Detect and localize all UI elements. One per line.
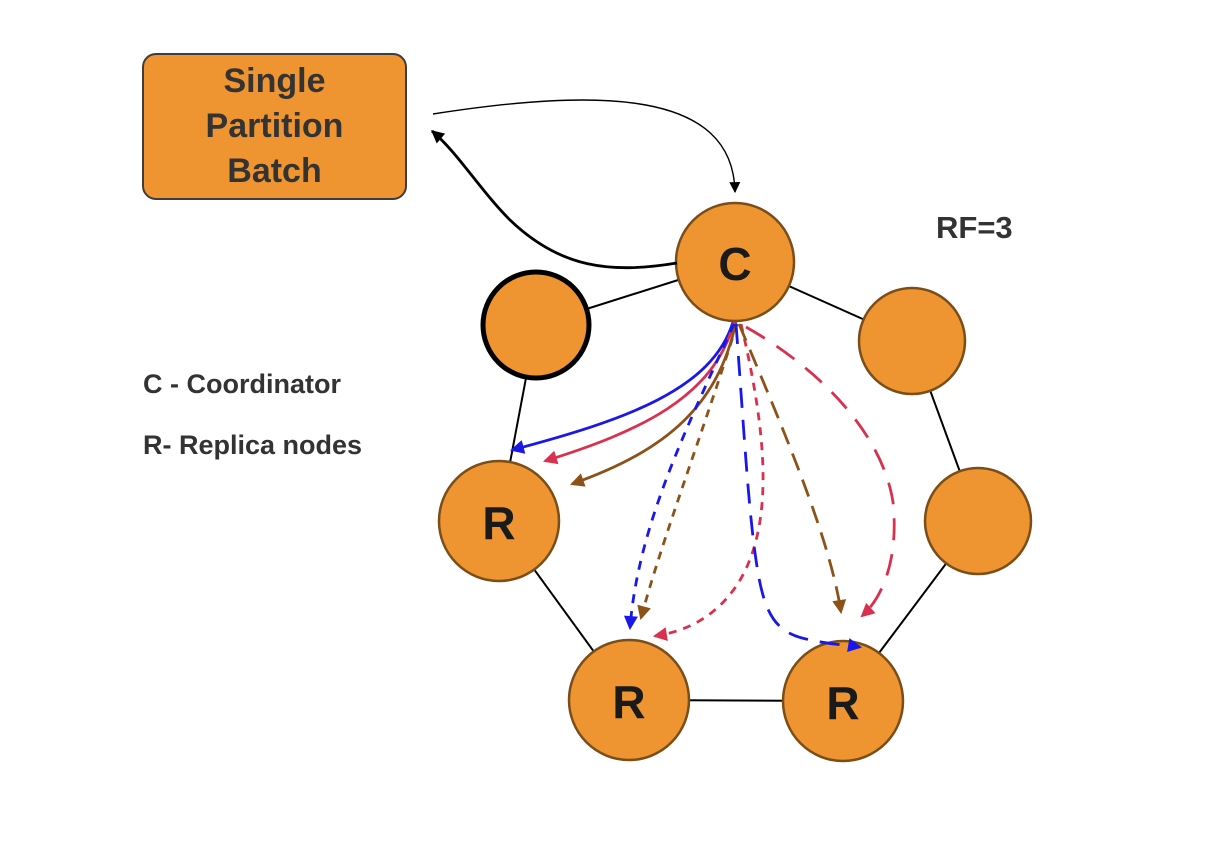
arrow-solid-red [542, 321, 736, 465]
arrow-longdash-blue [734, 323, 863, 652]
ring-nodes [437, 201, 1033, 763]
arrow-dashed-red [652, 323, 765, 642]
single-partition-batch-label: Single Partition Batch [205, 62, 344, 190]
arrow-solid-blue [509, 321, 735, 454]
node-plain-top-right [857, 286, 967, 396]
node-replica-left [437, 459, 561, 583]
arrow-longdash-red [745, 325, 896, 618]
rf-annotation: RF=3 [936, 210, 1013, 245]
node-replica-bottom-left [567, 638, 691, 762]
node-plain-right [923, 466, 1033, 576]
replica-bottom-left-label: R [612, 676, 645, 728]
coordinator-label: C [718, 238, 751, 290]
replica-left-label: R [482, 497, 515, 549]
arrow-solid-brown [570, 321, 738, 487]
arrow-dashed-brown [637, 323, 739, 621]
single-partition-batch-box: Single Partition Batch [142, 53, 407, 200]
node-replica-bottom-right [781, 639, 905, 763]
legend-coordinator: C - Coordinator [143, 369, 341, 399]
arrow-dashed-blue [623, 323, 736, 631]
node-plain-left [480, 269, 592, 381]
arrow-longdash-brown [737, 323, 847, 615]
replica-bottom-right-label: R [826, 677, 859, 729]
legend-replica: R- Replica nodes [143, 430, 363, 460]
arrow-box-to-coordinator [432, 99, 741, 194]
arrow-coordinator-to-box [431, 129, 678, 270]
